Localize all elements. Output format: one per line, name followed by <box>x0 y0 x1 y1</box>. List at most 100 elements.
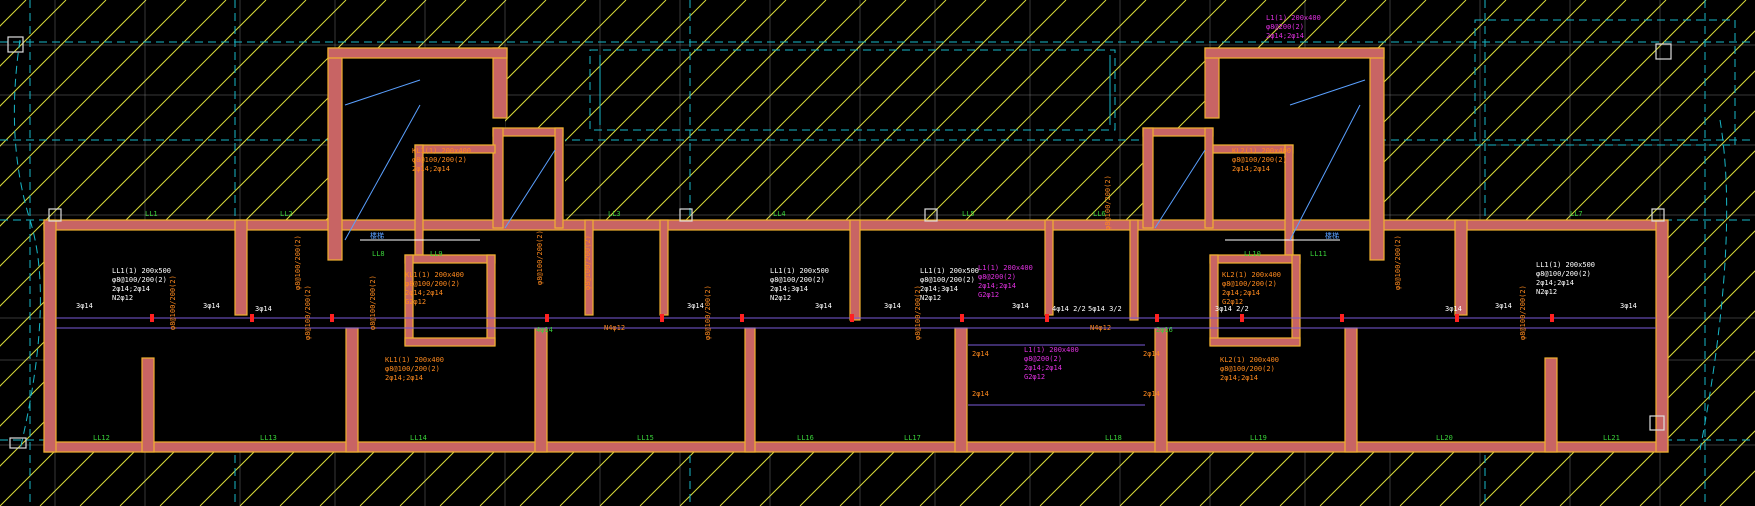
anno-magenta-b2: φ8@200(2) <box>1024 355 1062 363</box>
vertical-beam-label: φ8@100/200(2) <box>1394 235 1402 290</box>
column-marker <box>250 314 254 322</box>
wall-segment <box>584 219 594 316</box>
mark-n4-a: N4φ12 <box>604 324 625 332</box>
grip-square-l[interactable] <box>48 208 62 222</box>
tag-ll4: LL4 <box>773 210 786 218</box>
axis-curve <box>13 39 41 451</box>
wall-segment <box>1344 327 1358 453</box>
mark-mid: 4φ14 2/2 <box>1052 305 1086 313</box>
anno-right-3: 2φ14;2φ14 <box>1536 279 1574 287</box>
column-marker <box>1155 314 1159 322</box>
anno-kl-8: KL2(1) 200x400 <box>1222 271 1281 279</box>
anno-kl-17: 2φ14;2φ14 <box>412 165 450 173</box>
mark-2f14-d: 2φ14 <box>1143 390 1160 398</box>
room-line <box>1289 79 1366 106</box>
wall-segment <box>534 327 548 453</box>
tag-ll9: LL9 <box>430 250 443 258</box>
tag-ll7: LL7 <box>1570 210 1583 218</box>
anno-kl-14: 2φ14;2φ14 <box>1220 374 1258 382</box>
anno-kl-3: 2φ14;2φ14 <box>385 374 423 382</box>
anno-right-1: LL1(1) 200x500 <box>1536 261 1595 269</box>
anno-right-4: N2φ12 <box>1536 288 1557 296</box>
wall-segment <box>234 219 248 316</box>
wall-segment <box>141 357 155 453</box>
grip-square-m1[interactable] <box>679 208 693 222</box>
tag-ll12: LL12 <box>93 434 110 442</box>
wall-segment <box>1044 219 1054 316</box>
column-marker <box>545 314 549 322</box>
tag-ll6: LL6 <box>1093 210 1106 218</box>
stair-label-right: 楼梯 <box>1325 231 1339 240</box>
tag-ll16: LL16 <box>797 434 814 442</box>
anno-mid2-2: φ8@100/200(2) <box>920 276 975 284</box>
anno-left-3: 2φ14;2φ14 <box>112 285 150 293</box>
tag-ll1: LL1 <box>145 210 158 218</box>
axis-curve <box>1699 119 1728 451</box>
tag-ll18: LL18 <box>1105 434 1122 442</box>
column-marker <box>330 314 334 322</box>
hatch-line <box>0 0 187 187</box>
tag-ll20: LL20 <box>1436 434 1453 442</box>
hatch-line <box>1599 350 1755 506</box>
grip-square-m2[interactable] <box>924 208 938 222</box>
wall-segment <box>1544 357 1558 453</box>
anno-magenta-2: φ8@200(2) <box>978 273 1016 281</box>
column-marker <box>1240 314 1244 322</box>
anno-magenta-b3: 2φ14;2φ14 <box>1024 364 1062 372</box>
anno-kl-11: G2φ12 <box>1222 298 1243 306</box>
wall-segment <box>1209 254 1219 346</box>
wall-segment <box>1454 219 1468 316</box>
wall-segment <box>1204 127 1214 229</box>
mark-3f14-j: 3φ14 <box>1620 302 1637 310</box>
green-mark-2: 2φ16 <box>1156 326 1173 334</box>
anno-kl-9: φ8@100/200(2) <box>1222 280 1277 288</box>
wall-segment <box>404 337 496 347</box>
wall-segment <box>327 47 343 261</box>
wall-segment <box>744 327 756 453</box>
grip-square-br[interactable] <box>1649 415 1665 431</box>
column-marker <box>150 314 154 322</box>
vertical-beam-label: φ8@100/200(2) <box>914 285 922 340</box>
anno-left-4: N2φ12 <box>112 294 133 302</box>
hatch-line <box>0 0 267 267</box>
wall-segment <box>43 219 57 453</box>
tag-ll21: LL21 <box>1603 434 1620 442</box>
grip-square-tl[interactable] <box>7 36 24 53</box>
grip-square-r[interactable] <box>1651 208 1665 222</box>
grip-square-bl[interactable] <box>9 437 27 449</box>
anno-kl-13: φ8@100/200(2) <box>1220 365 1275 373</box>
column-marker <box>850 314 854 322</box>
vertical-beam-label: φ8@100/200(2) <box>1519 285 1527 340</box>
vertical-beam-label: φ8@100/200(2) <box>704 285 712 340</box>
anno-top-2: φ8@200(2) <box>1266 23 1304 31</box>
hatch-line <box>0 0 227 227</box>
anno-mid-1: LL1(1) 200x500 <box>770 267 829 275</box>
anno-kl-15: KL1(1) 200x400 <box>412 147 471 155</box>
mark-3f14-c: 3φ14 <box>255 305 272 313</box>
anno-magenta-1: L1(1) 200x400 <box>978 264 1033 272</box>
column-marker <box>960 314 964 322</box>
tag-ll3: LL3 <box>608 210 621 218</box>
wall-segment <box>849 219 861 321</box>
mark-mid2: 5φ14 3/2 <box>1088 305 1122 313</box>
column-marker <box>1455 314 1459 322</box>
anno-mid2-3: 2φ14;3φ14 <box>920 285 958 293</box>
grip-markers <box>7 36 1672 449</box>
mark-n4-b: N4φ12 <box>1090 324 1111 332</box>
tag-ll13: LL13 <box>260 434 277 442</box>
wall-segment <box>1209 337 1301 347</box>
wall-segment <box>554 127 564 229</box>
wall-segment <box>1129 219 1139 321</box>
mark-3f14-e: 3φ14 <box>815 302 832 310</box>
column-marker <box>1550 314 1554 322</box>
room-lines: φ8@100/200(2)φ8@100/200(2)φ8@100/200(2)φ… <box>56 55 1656 406</box>
anno-top-1: L1(1) 200x400 <box>1266 14 1321 22</box>
grip-square-tr[interactable] <box>1655 43 1672 60</box>
column-marker <box>740 314 744 322</box>
wall-segment <box>659 219 669 316</box>
tag-ll8: LL8 <box>372 250 385 258</box>
room-line <box>1154 149 1206 229</box>
mark-3f14-g: 3φ14 <box>1012 302 1029 310</box>
